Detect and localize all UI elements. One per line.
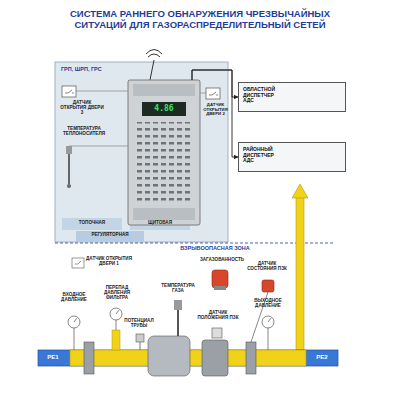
pipeline [148, 336, 190, 376]
pressure-gauge [262, 316, 274, 328]
gas-temperature-probe [177, 310, 179, 336]
pipe-potential-sensor [136, 334, 144, 342]
sensor-label: РЕ1 [42, 354, 64, 361]
pipe-potential-sensor [140, 342, 141, 350]
door-sensor [62, 86, 76, 97]
radio-link [192, 70, 238, 97]
panel-ground [55, 62, 228, 242]
door-sensor [72, 258, 84, 268]
pressure-gauge [116, 320, 117, 330]
gas-temperature-probe [174, 300, 182, 336]
controller-body [128, 80, 200, 225]
site-panel: ГРП, ШРП, ГРС 4.86 [55, 62, 228, 242]
temperature-probe [66, 146, 128, 188]
pipeline [38, 330, 338, 376]
sensor-label: ТЕМПЕРАТУРА ТЕПЛОНОСИТЕЛЯ [58, 126, 110, 136]
panel-ground [55, 62, 228, 242]
vent-pipe [292, 184, 308, 350]
pipeline [246, 342, 256, 374]
pipe-potential-sensor [136, 334, 144, 350]
pressure-gauge [268, 318, 271, 322]
gas-detector [214, 286, 226, 290]
temperature-probe [68, 154, 70, 184]
controller-box: 4.86 [128, 80, 200, 225]
sensor-label: ТОПОЧНАЯ [64, 220, 120, 225]
sensor-label: РЕ2 [310, 354, 334, 361]
door-sensor [209, 92, 218, 95]
shutoff-valve-sensor [262, 280, 274, 292]
sensor-label: ЗАГАЗОВАННОСТЬ [194, 257, 250, 262]
door-sensor [76, 91, 128, 92]
dispatcher-box: ОБЛАСТНОЙ ДИСПЕТЧЕР АДС [238, 82, 346, 112]
panel-ground [62, 218, 122, 230]
door-sensor [72, 258, 84, 268]
sensor-label: ВЗРЫВООПАСНАЯ ЗОНА [160, 245, 270, 251]
valve-position-sensor [212, 328, 222, 338]
sensor-label: ДАТЧИК ОТКРЫТИЯ ДВЕРИ 1 [86, 256, 132, 266]
gas-temperature-probe [174, 300, 182, 310]
controller-body [136, 122, 192, 202]
antenna [150, 60, 154, 80]
pressure-gauge [74, 328, 75, 350]
sensor-label: ДАТЧИК СОСТОЯНИЯ ПЗК [244, 261, 290, 271]
temperature-probe [66, 146, 72, 154]
sensor-label: ТЕМПЕРАТУРА ГАЗА [158, 283, 198, 293]
gas-detector [212, 270, 228, 288]
controller-body [128, 80, 200, 225]
node-text: ОБЛАСТНОЙ ДИСПЕТЧЕР АДС [243, 87, 285, 104]
temperature-probe [67, 184, 71, 188]
dispatcher-box: РАЙОННЫЙ ДИСПЕТЧЕР АДС [238, 142, 346, 172]
node-text: РАЙОННЫЙ ДИСПЕТЧЕР АДС [243, 147, 285, 164]
controller-body [133, 84, 195, 96]
temperature-probe [69, 146, 128, 147]
pressure-gauge [110, 308, 122, 320]
pressure-gauge [268, 328, 269, 350]
vent-pipe [296, 196, 304, 350]
pressure-gauge [68, 316, 80, 328]
door-sensor [62, 86, 220, 99]
explosion-zone-line [55, 243, 335, 244]
antenna [146, 50, 162, 81]
sensor-label: ВЫХОДНОЕ ДАВЛЕНИЕ [246, 298, 290, 308]
controller-body [133, 208, 195, 220]
pipeline [202, 340, 228, 376]
valve-position-sensor [212, 328, 222, 338]
pressure-gauge [74, 318, 77, 322]
door-sensor [75, 261, 81, 264]
sensor-label: ДАТЧИК ОТКРЫТИЯ ДВЕРИ 3 [60, 100, 104, 115]
sensor-label: ПОТЕНЦИАЛ ТРУБЫ [120, 318, 158, 328]
door-sensor [200, 93, 206, 94]
node-text: ГРП, ШРП, ГРС [61, 66, 102, 72]
node-text: 4.86 [142, 102, 186, 116]
antenna [146, 50, 162, 58]
sensor-label: ВХОДНОЕ ДАВЛЕНИЕ [54, 292, 94, 302]
gas-detector [212, 270, 228, 290]
pressure-gauge [68, 308, 274, 350]
title: СИСТЕМА РАННЕГО ОБНАРУЖЕНИЯ ЧРЕЗВЫЧАЙНЫХ… [55, 8, 345, 31]
sensor-label: ЩИТОВАЯ [132, 220, 188, 225]
explosion-zone-line [55, 243, 335, 244]
sensor-label: РЕГУЛЯТОРНАЯ [78, 232, 142, 237]
sensor-label: ПЕРЕПАД ДАВЛЕНИЯ ФИЛЬТРА [94, 285, 140, 300]
door-sensor [206, 88, 220, 99]
pipeline [84, 342, 94, 374]
panel-ground [76, 231, 144, 241]
radio-link [192, 70, 238, 157]
sensor-label: ДАТЧИК ПОЛОЖЕНИЯ ПЗК [196, 310, 240, 320]
shutoff-valve-sensor [251, 280, 274, 342]
door-sensor [65, 90, 74, 93]
vent-pipe [292, 184, 308, 198]
pipeline [112, 330, 120, 350]
sensor-label: ДАТЧИК ОТКРЫТИЯ ДВЕРИ 2 [203, 103, 228, 117]
pressure-gauge [116, 310, 119, 314]
